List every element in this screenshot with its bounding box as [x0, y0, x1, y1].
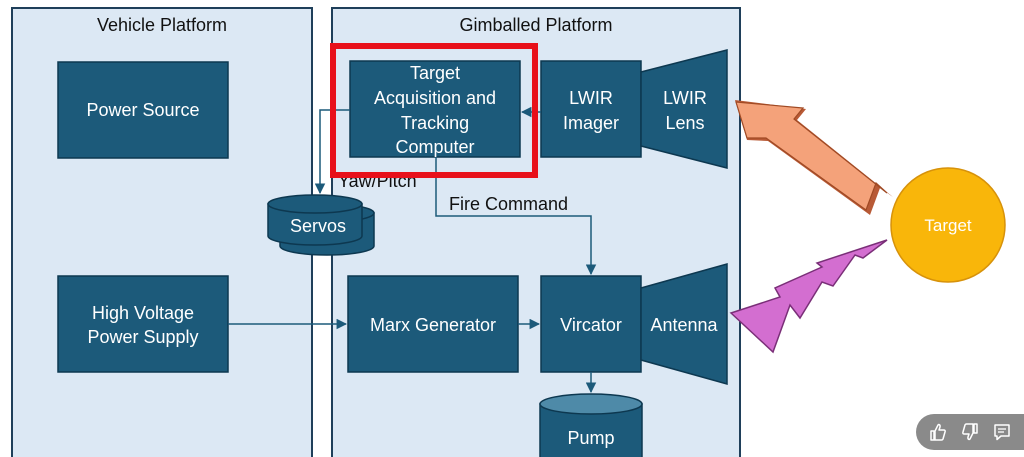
vehicle-platform-title: Vehicle Platform — [97, 15, 227, 35]
thumbs-down-button[interactable] — [957, 419, 983, 445]
lwir-lens-shape — [640, 49, 728, 169]
hv-supply-label-line2: Power Supply — [87, 327, 198, 347]
power-source-label: Power Source — [86, 100, 199, 120]
antenna-label: Antenna — [650, 315, 718, 335]
highlight-box — [330, 43, 538, 178]
lwir-imager-line2: Imager — [563, 113, 619, 133]
tracking-computer-line3: Tracking — [401, 113, 469, 133]
servos-cylinder — [267, 194, 375, 256]
tracking-computer-block — [349, 60, 521, 158]
lwir-imager-line1: LWIR — [569, 88, 613, 108]
servos-label: Servos — [290, 216, 346, 236]
thumbs-up-icon — [930, 423, 946, 441]
hv-power-supply-block — [57, 275, 229, 373]
tracking-computer-line1: Target — [410, 63, 460, 83]
target-circle — [890, 167, 1006, 283]
lwir-lens-line2: Lens — [665, 113, 704, 133]
fire-command-connector — [435, 157, 597, 276]
thumbs-up-button[interactable] — [925, 419, 951, 445]
fire-command-label: Fire Command — [449, 194, 568, 214]
lwir-imager-block — [540, 60, 642, 158]
vircator-block — [540, 275, 642, 373]
power-source-block — [57, 61, 229, 159]
comment-button[interactable] — [989, 419, 1015, 445]
tracking-computer-line2: Acquisition and — [374, 88, 496, 108]
lwir-lens-line1: LWIR — [663, 88, 707, 108]
feedback-toolbar — [916, 414, 1024, 450]
pump-cylinder — [539, 393, 643, 457]
rf-energy-bolt — [729, 239, 888, 354]
pump-label: Pump — [567, 428, 614, 448]
tracking-computer-line4: Computer — [395, 137, 474, 157]
antenna-shape — [640, 263, 728, 385]
ir-signature-arrow — [735, 100, 893, 215]
computer-to-servos-connector — [314, 109, 350, 195]
vircator-label: Vircator — [560, 315, 622, 335]
comment-icon — [994, 424, 1010, 441]
thumbs-down-icon — [962, 423, 978, 441]
hv-supply-label-line1: High Voltage — [92, 303, 194, 323]
marx-generator-label: Marx Generator — [370, 315, 496, 335]
target-label: Target — [924, 216, 972, 235]
gimballed-platform-title: Gimballed Platform — [459, 15, 612, 35]
